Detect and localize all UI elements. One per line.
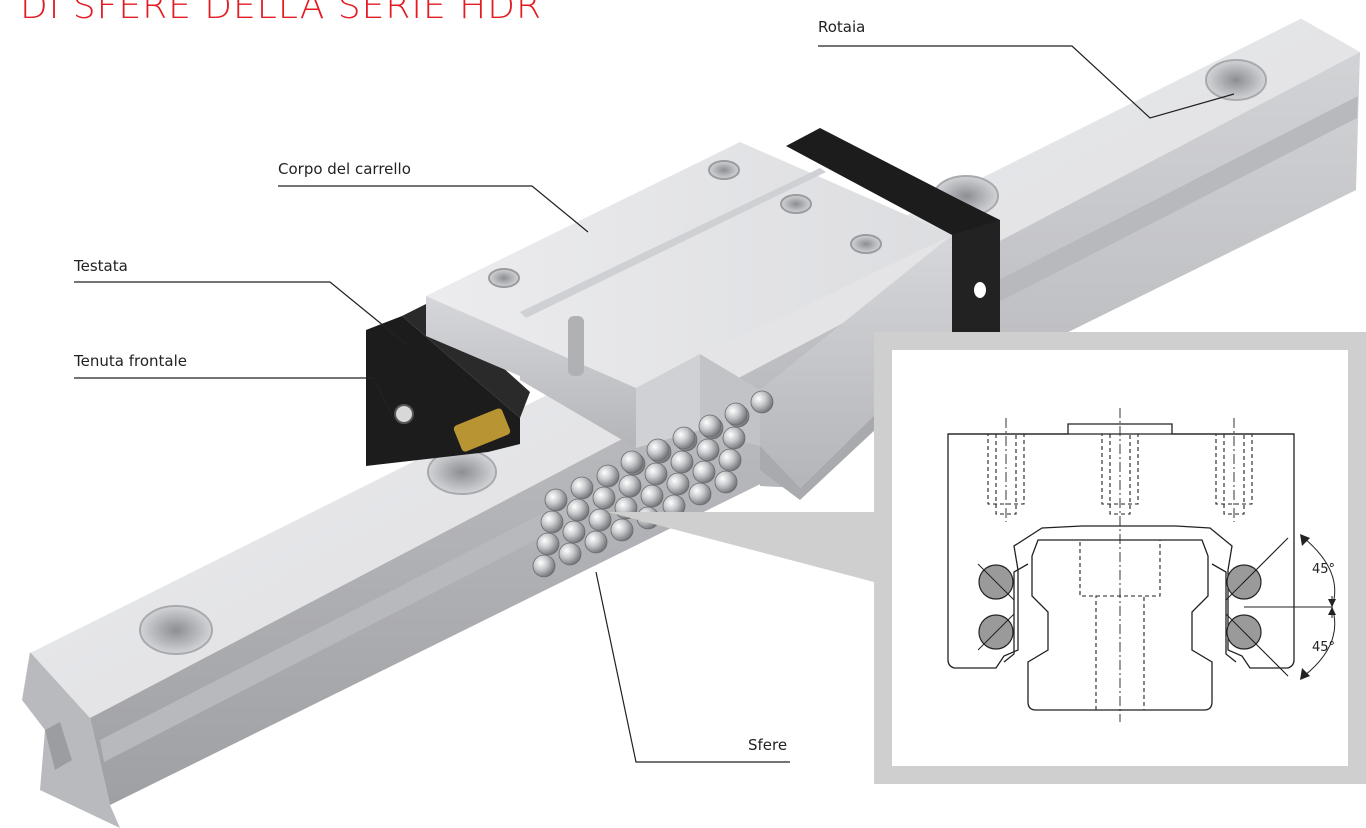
ball-bearing: [646, 438, 670, 462]
ball-bearing: [718, 448, 742, 472]
retainer-left: [1003, 563, 1029, 663]
rail-mounting-hole: [1205, 59, 1267, 101]
block-tapped-hole: [708, 160, 740, 180]
leader-block: [278, 185, 589, 233]
angle-label-top: 45°: [1312, 562, 1336, 577]
ball-bearing: [540, 510, 564, 534]
ball-bearing: [618, 474, 642, 498]
cross-section-panel: 45° 45°: [892, 350, 1348, 766]
grease-fitting: [453, 408, 511, 452]
ball-bearing: [570, 476, 594, 500]
ball-bearing: [596, 464, 620, 488]
block-section-hole: [568, 316, 584, 376]
ball-bearing: [620, 450, 644, 474]
ball-bearing: [714, 470, 738, 494]
label-end-cap: Testata: [74, 257, 128, 275]
ball-bearing: [750, 390, 774, 414]
inset-pointer: [608, 512, 874, 582]
block-tapped-hole: [850, 234, 882, 254]
block-tapped-hole: [488, 268, 520, 288]
tapped-hole-left-core: [995, 433, 1017, 515]
rail-mounting-hole: [139, 605, 213, 655]
callout-leaders: [74, 45, 1235, 763]
ball-bearing: [698, 414, 722, 438]
ball-bearing: [566, 498, 590, 522]
leader-rail: [818, 45, 1235, 119]
label-rail: Rotaia: [818, 18, 866, 36]
leader-end-seal: [74, 377, 395, 421]
ball-bearing: [610, 518, 634, 542]
ball-bearing: [670, 450, 694, 474]
angle-label-bottom: 45°: [1312, 640, 1336, 655]
ball-bearing: [692, 460, 716, 484]
block-top-edge: [948, 423, 1294, 435]
ball-bearing: [588, 508, 612, 532]
end-cap-screw: [974, 282, 986, 298]
grease-nipple: [394, 404, 414, 424]
ball-bearing: [532, 554, 556, 578]
retainer-right: [1211, 563, 1237, 663]
end-cap-rear: [786, 128, 1000, 340]
ball-bearing: [592, 486, 616, 510]
ball-bearing: [724, 402, 748, 426]
ball-bearing: [558, 542, 582, 566]
ball-bearing: [666, 472, 690, 496]
tapped-hole-right-core: [1223, 433, 1245, 515]
ball-bearing: [544, 488, 568, 512]
label-block: Corpo del carrello: [278, 160, 411, 178]
ball-bearing: [688, 482, 712, 506]
ball-bearing: [696, 438, 720, 462]
ball-bearing: [584, 530, 608, 554]
label-end-seal: Tenuta frontale: [74, 352, 187, 370]
ball-bearing: [722, 426, 746, 450]
ball-bearing: [562, 520, 586, 544]
cross-section-drawing: [947, 408, 1336, 722]
ball-bearing: [644, 462, 668, 486]
ball-bearing: [640, 484, 664, 508]
ball-bearing: [672, 426, 696, 450]
rail-profile: [1027, 539, 1213, 711]
ball-bearing: [536, 532, 560, 556]
block-tapped-hole: [780, 194, 812, 214]
leader-balls: [595, 571, 790, 763]
leader-end-cap: [74, 281, 407, 345]
cross-section-inset: 45° 45°: [874, 332, 1366, 784]
label-balls: Sfere: [748, 736, 788, 754]
center-lines: [1005, 408, 1235, 722]
block-profile: [947, 433, 1295, 669]
angle-arrowheads: [1300, 534, 1336, 680]
page-title: DI SFERE DELLA SERIE HDR: [20, 0, 542, 27]
